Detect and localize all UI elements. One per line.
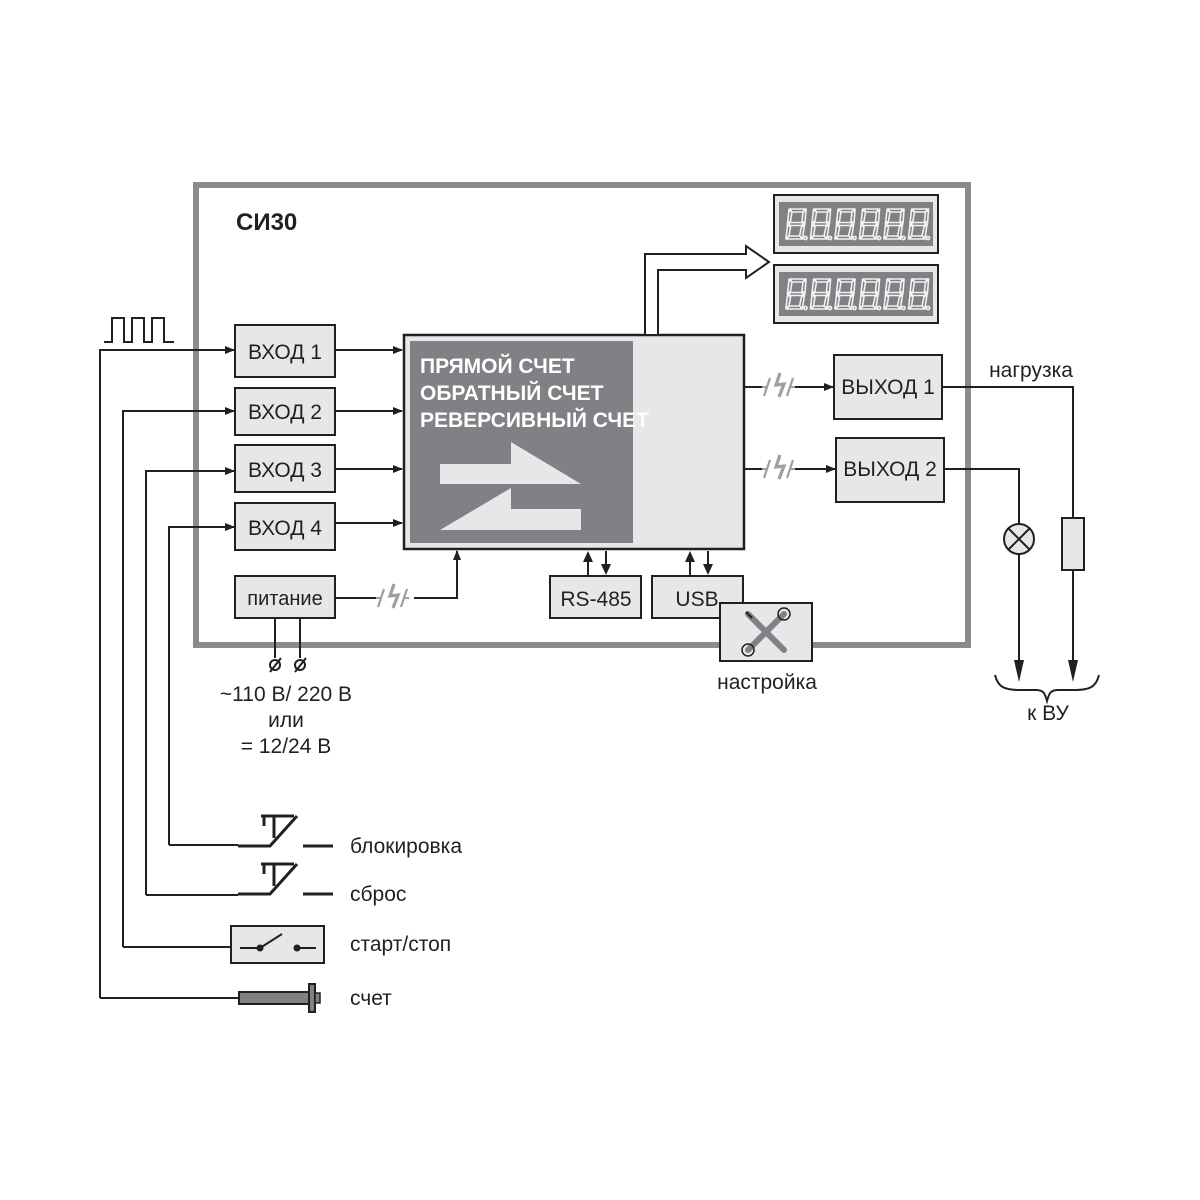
- wire-count-to-input-1: [99, 346, 235, 998]
- seven-segment-digit: [809, 278, 832, 310]
- output-1: ВЫХОД 1: [833, 354, 943, 420]
- reset-label: сброс: [350, 883, 406, 906]
- display-bus-arrow: [644, 244, 771, 334]
- counter-processor: ПРЯМОЙ СЧЕТ ОБРАТНЫЙ СЧЕТ РЕВЕРСИВНЫЙ СЧ…: [402, 333, 746, 551]
- mode-backward: ОБРАТНЫЙ СЧЕТ: [420, 381, 604, 405]
- device-title: СИ30: [236, 209, 297, 236]
- resistor-load-icon: [1061, 517, 1085, 571]
- input-3-label: ВХОД 3: [248, 459, 322, 482]
- power-or: или: [268, 709, 304, 732]
- input-wires: [99, 346, 403, 998]
- rs485-label: RS-485: [560, 588, 631, 611]
- setup-tool: [719, 602, 813, 662]
- decimal-point: [876, 305, 882, 311]
- decimal-point: [925, 305, 931, 311]
- start-stop-label: старт/стоп: [350, 933, 451, 956]
- input-1-label: ВХОД 1: [248, 341, 322, 364]
- reset-button-icon: [238, 862, 333, 896]
- usb-interface: USB: [651, 575, 744, 619]
- display-2: [773, 264, 939, 324]
- mode-reversible: РЕВЕРСИВНЫЙ СЧЕТ: [420, 408, 649, 432]
- power-supply: питание: [234, 575, 336, 619]
- field-wires: [100, 844, 238, 999]
- block-button-icon: [238, 814, 333, 848]
- count-sensor-icon: [238, 983, 321, 1013]
- power-terminals-icon: [269, 657, 307, 673]
- interface-arrows: [583, 551, 713, 575]
- decimal-point: [901, 235, 906, 241]
- input-4-label: ВХОД 4: [248, 517, 322, 540]
- wrench-screwdriver-icon: [741, 607, 791, 657]
- seven-segment-digit: [834, 208, 856, 240]
- arrow-forward-icon: [440, 442, 581, 484]
- decimal-point: [803, 235, 808, 241]
- input-2: ВХОД 2: [234, 387, 336, 436]
- pulse-signal-icon: [104, 317, 174, 343]
- setup-label: настройка: [717, 671, 817, 694]
- count-label: счет: [350, 987, 392, 1010]
- input-3: ВХОД 3: [234, 444, 336, 493]
- galvanic-isolation-icon: [762, 454, 795, 480]
- output-2: ВЫХОД 2: [835, 437, 945, 503]
- display-1: [773, 194, 939, 254]
- galvanic-isolation-icon: [762, 372, 795, 398]
- arrow-down-icon: [1014, 660, 1078, 682]
- output-wires: [942, 386, 1074, 660]
- seven-segment-digit: [834, 278, 856, 310]
- rs485-interface: RS-485: [549, 575, 642, 619]
- display-1-digits: [785, 208, 931, 241]
- power-voltage-dc: = 12/24 В: [241, 735, 332, 758]
- brace-icon: [994, 674, 1100, 705]
- decimal-point: [827, 305, 833, 311]
- mode-forward: ПРЯМОЙ СЧЕТ: [420, 354, 575, 378]
- input-1: ВХОД 1: [234, 324, 336, 378]
- decimal-point: [852, 305, 857, 311]
- to-device-label: к ВУ: [1027, 702, 1069, 725]
- seven-segment-digit: [785, 208, 807, 240]
- decimal-point: [803, 305, 808, 311]
- output-1-label: ВЫХОД 1: [841, 376, 935, 399]
- wire-startstop-to-input-2: [122, 407, 235, 947]
- seven-segment-digit: [883, 208, 905, 240]
- galvanic-isolation-icon: [376, 583, 409, 609]
- output-2-label: ВЫХОД 2: [843, 458, 937, 481]
- decimal-point: [852, 235, 857, 241]
- wire-reset-to-input-3: [145, 467, 235, 895]
- decimal-point: [876, 235, 882, 241]
- arrow-reverse-icon: [440, 488, 581, 530]
- usb-label: USB: [675, 588, 718, 611]
- seven-segment-digit: [785, 278, 807, 310]
- decimal-point: [901, 305, 906, 311]
- decimal-point: [827, 235, 833, 241]
- start-stop-switch-icon: [230, 925, 325, 964]
- power-voltage-ac: ~110 В/ 220 В: [220, 683, 352, 706]
- power-label: питание: [247, 588, 322, 610]
- lamp-icon: [1003, 523, 1035, 555]
- seven-segment-digit: [907, 208, 930, 240]
- block-label: блокировка: [350, 835, 462, 858]
- seven-segment-digit: [907, 278, 930, 310]
- seven-segment-digit: [858, 278, 881, 310]
- seven-segment-digit: [883, 278, 905, 310]
- decimal-point: [925, 235, 931, 241]
- input-4: ВХОД 4: [234, 502, 336, 551]
- seven-segment-digit: [809, 208, 832, 240]
- display-2-digits: [785, 278, 931, 311]
- input-2-label: ВХОД 2: [248, 401, 322, 424]
- wire-block-to-input-4: [168, 523, 235, 845]
- load-label: нагрузка: [989, 359, 1073, 382]
- seven-segment-digit: [858, 208, 881, 240]
